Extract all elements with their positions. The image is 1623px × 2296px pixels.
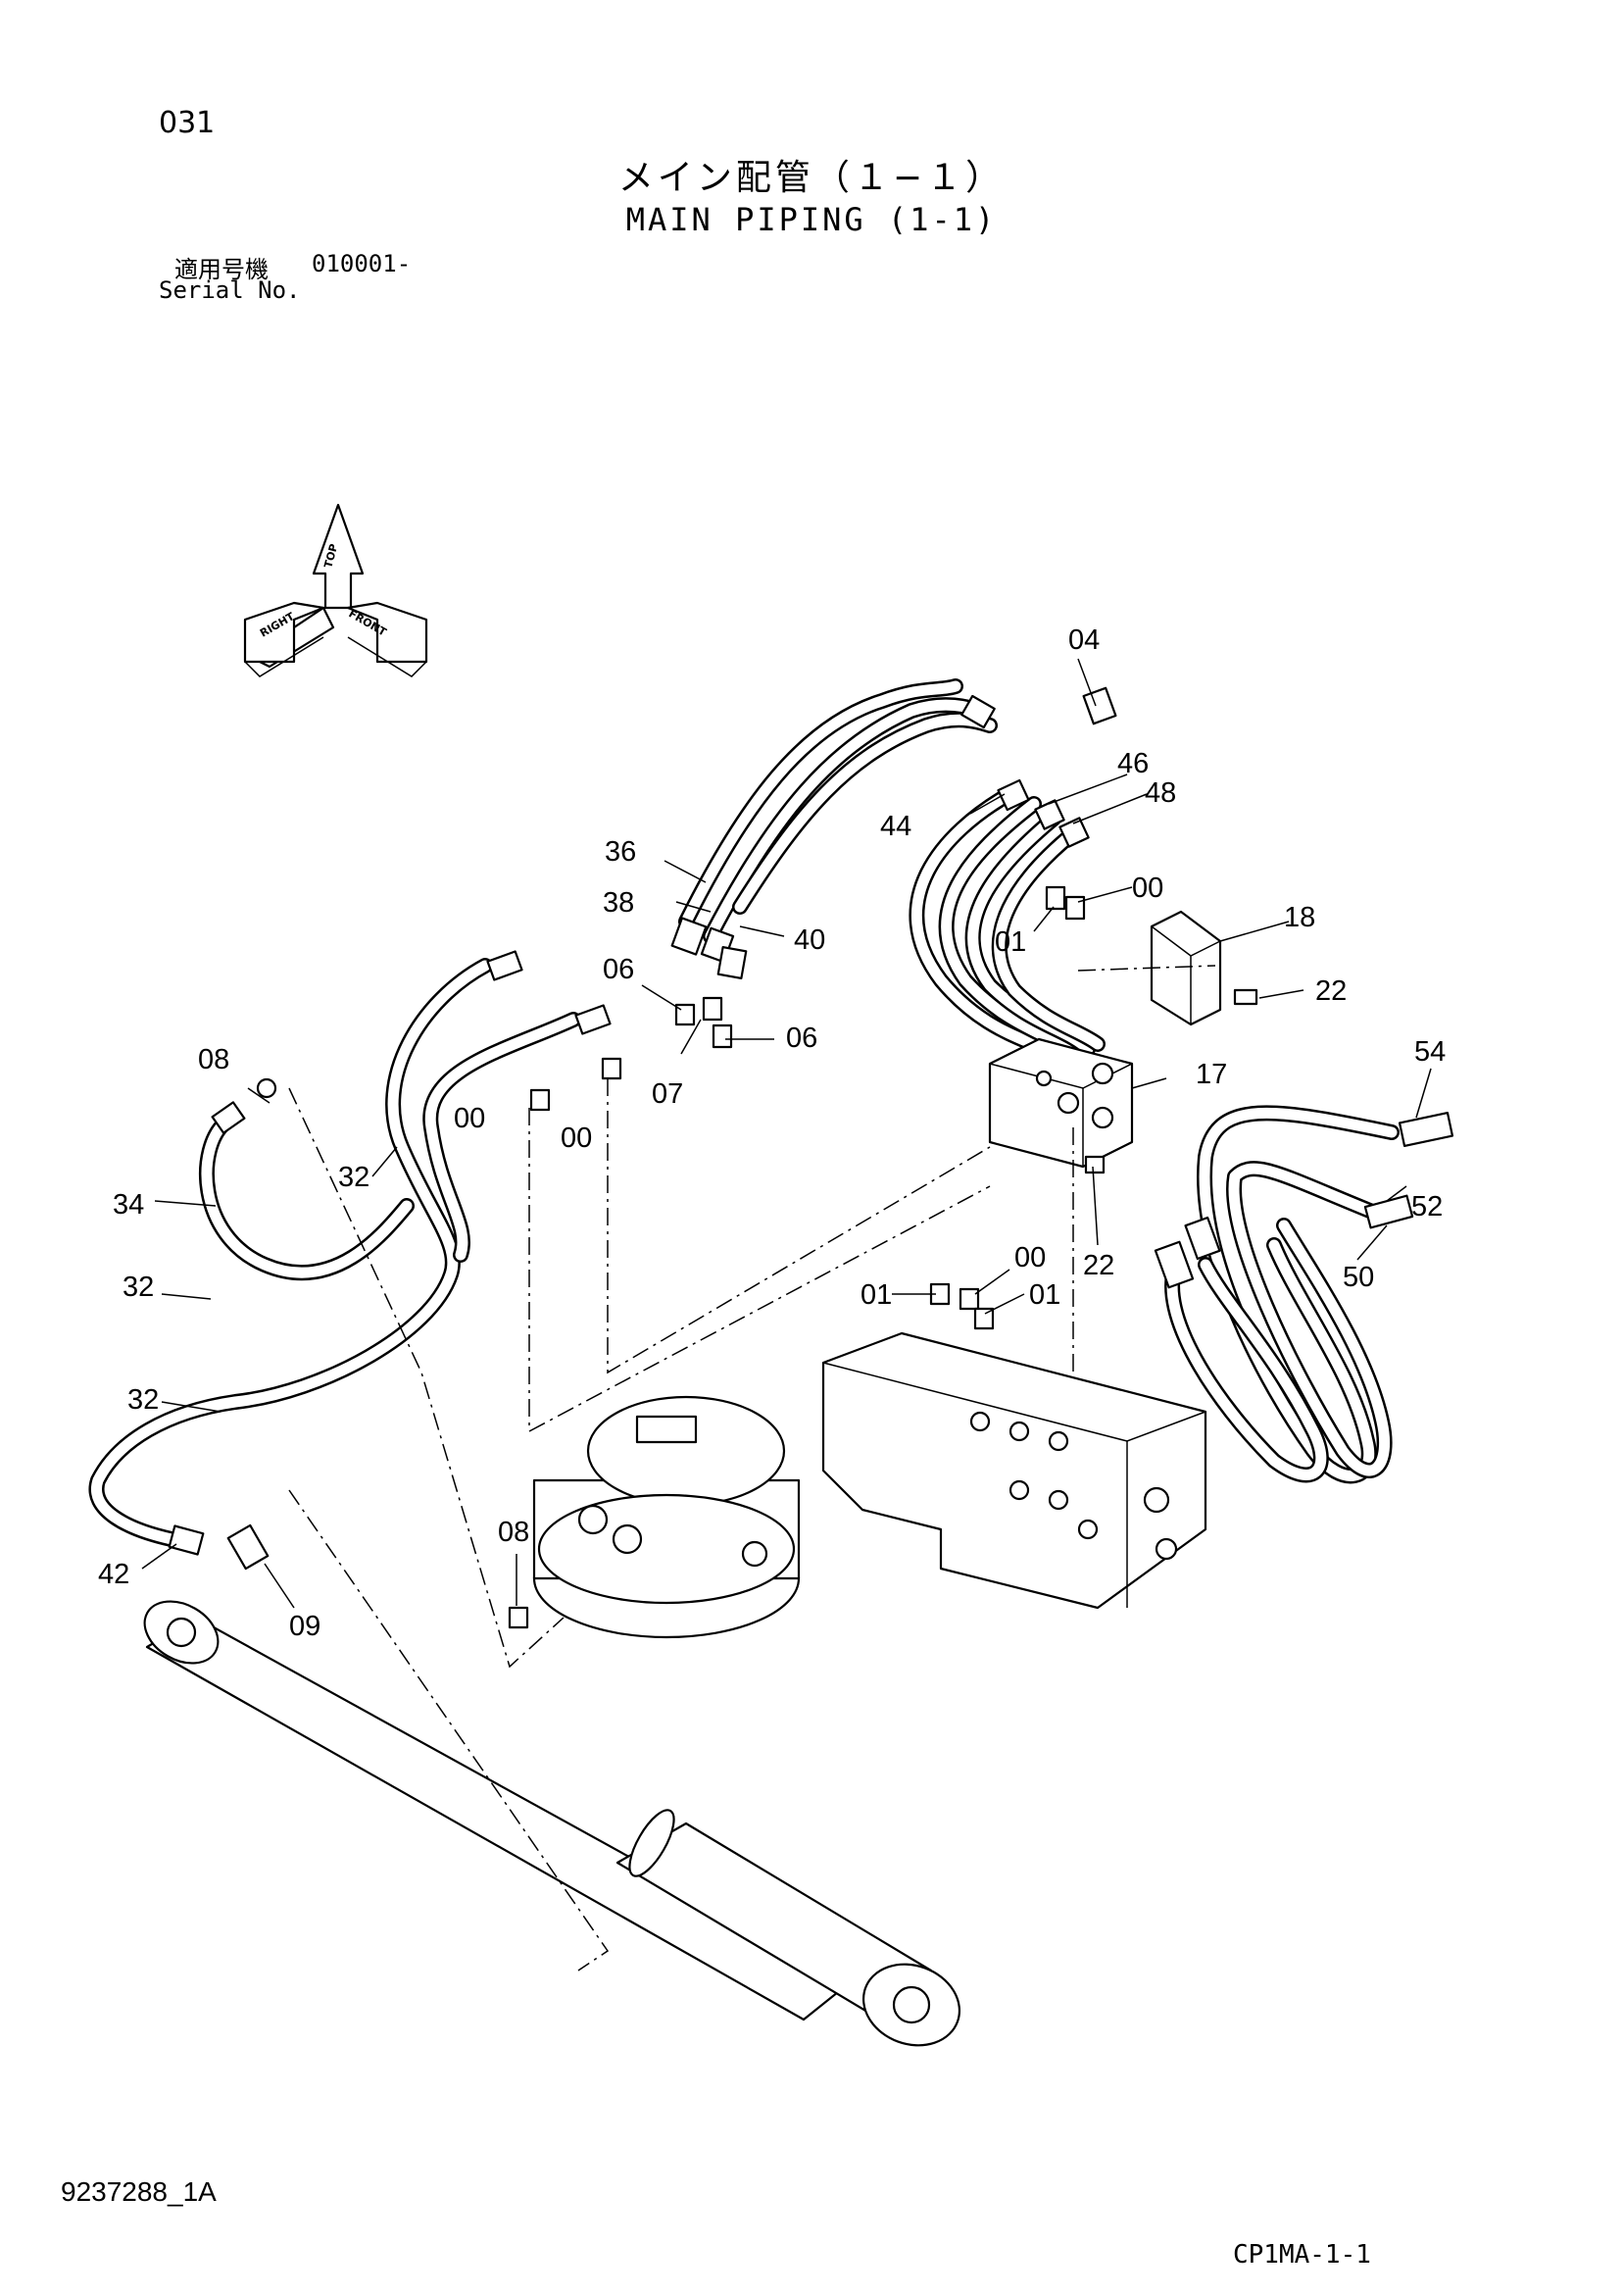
- callout-04: 04: [1068, 624, 1100, 656]
- callout-01-valve-right: 01: [1029, 1279, 1060, 1311]
- hydraulic-cylinder: [143, 1600, 961, 2047]
- callout-44: 44: [880, 811, 911, 842]
- callout-18: 18: [1284, 902, 1315, 933]
- callout-32-lower: 32: [127, 1384, 159, 1416]
- reference-code: CP1MA-1-1: [1233, 2240, 1371, 2270]
- serial-value: 010001-: [312, 250, 412, 277]
- page-number: 031: [159, 106, 216, 140]
- coiled-hoses-right: [1154, 1105, 1454, 1484]
- callout-32-upper: 32: [338, 1162, 369, 1193]
- document-number: 9237288_1A: [61, 2176, 217, 2207]
- distribution-block: [988, 1037, 1134, 1169]
- title-japanese: メイン配管（１−１）: [617, 158, 1006, 198]
- callout-09: 09: [289, 1611, 320, 1642]
- bracket: [1150, 910, 1258, 1026]
- swing-motor: [532, 1395, 801, 1639]
- title-english: MAIN PIPING (1-1): [625, 201, 998, 238]
- callout-00-left: 00: [454, 1103, 485, 1134]
- orientation-indicator: TOP FRONT RIGHT: [243, 503, 428, 677]
- callout-01-valve-left: 01: [861, 1279, 892, 1311]
- callout-36: 36: [605, 836, 636, 868]
- callout-01-upper: 01: [995, 926, 1026, 958]
- callout-00-upper: 00: [1132, 873, 1163, 904]
- serial-label-english: Serial No.: [159, 276, 301, 304]
- callout-17: 17: [1196, 1059, 1227, 1090]
- callout-06-right: 06: [786, 1023, 817, 1054]
- serial-label-japanese: 適用号機: [174, 256, 269, 283]
- callout-06-left: 06: [603, 954, 634, 985]
- upper-hose-bundle: [670, 678, 998, 979]
- callout-32-middle: 32: [123, 1272, 154, 1303]
- callout-50: 50: [1343, 1262, 1374, 1293]
- callout-52: 52: [1411, 1191, 1443, 1223]
- hose-bundle-block: [909, 686, 1117, 1067]
- callout-08-lower: 08: [498, 1517, 529, 1548]
- callout-22-lower: 22: [1083, 1250, 1114, 1281]
- callout-07: 07: [652, 1078, 683, 1110]
- callout-00-mid: 00: [561, 1123, 592, 1154]
- callout-46: 46: [1117, 748, 1149, 779]
- connection-lines: [288, 965, 1216, 1972]
- callout-42: 42: [98, 1559, 129, 1590]
- callout-22-upper: 22: [1315, 975, 1347, 1007]
- callout-00-valve: 00: [1014, 1242, 1046, 1273]
- leader-lines: [141, 658, 1432, 1609]
- control-valve: [821, 1331, 1207, 1610]
- callout-08-upper: 08: [198, 1044, 229, 1075]
- callout-labels: 04 46 48 44 00 18 01 22 36 38 40 06 06 0…: [98, 624, 1446, 1642]
- callout-38: 38: [603, 887, 634, 919]
- left-hose-routing: [88, 950, 612, 1571]
- callout-40: 40: [794, 924, 825, 956]
- callout-34: 34: [113, 1189, 144, 1221]
- callout-48: 48: [1145, 777, 1176, 809]
- callout-54: 54: [1414, 1036, 1446, 1068]
- orientation-top-label: TOP: [321, 542, 340, 569]
